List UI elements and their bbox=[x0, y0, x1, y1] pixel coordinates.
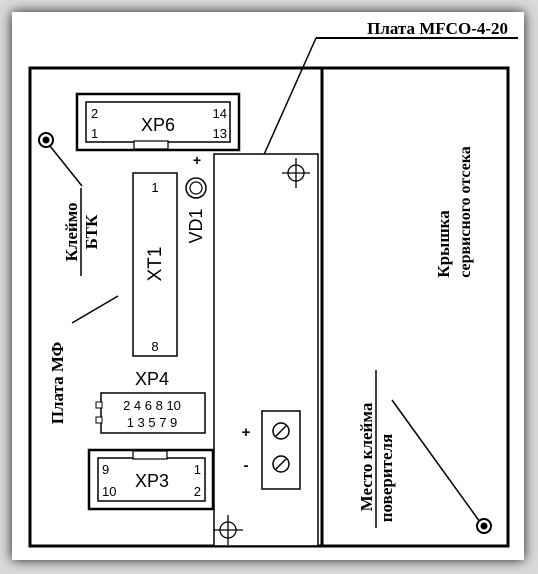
xp4-label: XP4 bbox=[135, 369, 169, 389]
xp4-connector: XP4 2 4 6 8 10 1 3 5 7 9 bbox=[95, 369, 206, 434]
btk-terminal bbox=[38, 132, 83, 187]
verifier-leader-line bbox=[391, 399, 481, 523]
xp6-connector: XP6 2 1 14 13 bbox=[75, 92, 241, 152]
mf-board-label: Плата МФ bbox=[48, 342, 67, 425]
xt1-pin-first: 1 bbox=[151, 180, 158, 195]
xp3-pin-bottom-right: 2 bbox=[194, 484, 201, 499]
xp3-connector: XP3 9 10 1 2 bbox=[87, 448, 215, 511]
vd1-led: + VD1 bbox=[185, 152, 207, 244]
verifier-mark bbox=[476, 518, 492, 534]
verifier-label-top: Место клейма bbox=[357, 402, 376, 511]
xp4-pins-top: 2 4 6 8 10 bbox=[123, 398, 181, 413]
xp6-label: XP6 bbox=[141, 115, 175, 135]
crosshair-bottom bbox=[213, 515, 243, 545]
title-leader-line bbox=[257, 37, 317, 169]
xp4-pins-bottom: 1 3 5 7 9 bbox=[127, 415, 178, 430]
xp6-pin-top-right: 14 bbox=[213, 106, 227, 121]
power-minus: - bbox=[244, 457, 249, 474]
xp3-pin-bottom-left: 10 bbox=[102, 484, 116, 499]
power-terminal: + - bbox=[242, 410, 301, 490]
mf-leader-line bbox=[71, 295, 119, 324]
cover-label-top: Крышка bbox=[434, 210, 453, 278]
xp6-pin-bottom-right: 13 bbox=[213, 126, 227, 141]
cover-label-bottom: сервисного отсека bbox=[457, 146, 474, 278]
crosshair-top bbox=[282, 158, 310, 188]
xt1-pin-last: 8 bbox=[151, 339, 158, 354]
btk-label-top: Клеймо bbox=[62, 202, 81, 261]
xp6-pin-top-left: 2 bbox=[91, 106, 98, 121]
verifier-label-bottom: поверителя bbox=[377, 434, 396, 522]
power-plus: + bbox=[242, 424, 251, 441]
xp6-pin-bottom-left: 1 bbox=[91, 126, 98, 141]
xt1-label: XT1 bbox=[145, 247, 166, 282]
xt1-terminal-block: 1 8 XT1 bbox=[132, 172, 178, 357]
xp3-pin-top-right: 1 bbox=[194, 462, 201, 477]
vd1-plus: + bbox=[193, 152, 201, 168]
xp3-pin-top-left: 9 bbox=[102, 462, 109, 477]
vd1-label: VD1 bbox=[186, 208, 206, 243]
btk-label-bottom: БТК bbox=[82, 214, 101, 249]
board-title: Плата MFCO-4-20 bbox=[367, 19, 508, 38]
xp3-label: XP3 bbox=[135, 471, 169, 491]
